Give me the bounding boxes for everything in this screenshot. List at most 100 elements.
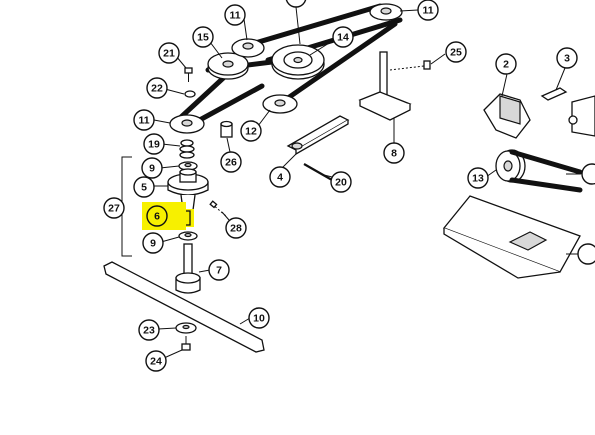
callout-part-14: 14: [332, 26, 354, 48]
pulley-11-right: [369, 3, 403, 21]
callout-circle: [141, 157, 163, 179]
bearing-9-top: [178, 161, 198, 171]
callout-number: 23: [143, 325, 155, 337]
callout-part-13: 13: [467, 167, 489, 189]
pulley-13: [495, 149, 583, 193]
callout-part-9-top: 9: [141, 157, 163, 179]
callout-circle: [133, 109, 155, 131]
callout-number: 3: [564, 53, 570, 65]
callout-cropped-right-2: [577, 243, 595, 265]
callout-part-23: 23: [138, 319, 160, 341]
leader-lines: [153, 9, 580, 359]
callout-circle: [220, 151, 242, 173]
callout-circle: [103, 197, 125, 219]
callout-number: 11: [422, 5, 433, 17]
spindle-shaft-7: [175, 243, 201, 294]
callout-number: 27: [108, 203, 120, 215]
callout-circle: [158, 42, 180, 64]
callout-number: 10: [253, 313, 265, 325]
deck-plate: [442, 195, 581, 279]
callout-number: 5: [141, 182, 147, 194]
callout-part-12: 12: [240, 120, 262, 142]
callout-part-10: 10: [248, 307, 270, 329]
callout-part-22: 22: [146, 77, 168, 99]
callout-number: 7: [216, 265, 222, 277]
callout-circle: [467, 167, 489, 189]
bolt-21: [184, 67, 193, 82]
callout-circle: [240, 120, 262, 142]
callout-number: 2: [503, 59, 509, 71]
gearbox-mount-2: [483, 93, 531, 139]
callout-part-6: 6: [142, 202, 186, 230]
callout-circle: [142, 232, 164, 254]
washer-22: [184, 90, 196, 98]
callout-number: 22: [151, 83, 163, 95]
callout-circle: [192, 26, 214, 48]
callout-number: 9: [150, 238, 156, 250]
callout-circle: [269, 166, 291, 188]
pivot-post-8: [358, 51, 425, 121]
callout-part-5: 5: [133, 176, 155, 198]
callout-number: 12: [245, 126, 257, 138]
bearing-9-bottom: [178, 231, 198, 241]
callout-number: 26: [225, 157, 237, 169]
callout-part-27: 27: [103, 197, 125, 219]
callout-circle: [332, 26, 354, 48]
pivot-bolt-20: [303, 163, 333, 181]
bolt-24: [181, 336, 191, 351]
callout-circle: [143, 133, 165, 155]
callout-number: 28: [230, 223, 242, 235]
callout-part-19: 19: [143, 133, 165, 155]
gearbox-body: [568, 95, 595, 137]
callout-part-3: 3: [556, 47, 578, 69]
blade-10: [103, 261, 265, 353]
callout-part-11-right: 11: [417, 0, 439, 21]
callout-circle: [495, 53, 517, 75]
callout-circle: [146, 77, 168, 99]
callout-number: 19: [148, 139, 160, 151]
callout-part-9-bottom: 9: [142, 232, 164, 254]
callout-circle: [383, 142, 405, 164]
callout-number: 14: [337, 32, 349, 44]
callout-number: 20: [335, 177, 347, 189]
callout-circle: [224, 4, 246, 26]
callout-cropped-top: [285, 0, 307, 45]
callout-part-20: 20: [330, 171, 352, 193]
callout-number: 4: [277, 172, 283, 184]
idler-arm-4: [286, 115, 350, 156]
callout-part-28: 28: [225, 217, 247, 239]
callout-circle: [248, 307, 270, 329]
callout-circle: [145, 350, 167, 372]
washer-stack-19: [179, 139, 195, 159]
callout-circle: [133, 176, 155, 198]
callout-number: 8: [391, 148, 397, 160]
clip-25: [423, 60, 431, 70]
callout-number: 11: [229, 10, 240, 22]
callout-part-2: 2: [495, 53, 517, 75]
pulley-11-top: [231, 38, 265, 58]
callout-part-11-top: 11: [224, 4, 246, 26]
pin-28: [209, 200, 227, 217]
callout-part-24: 24: [145, 350, 167, 372]
callout-number: 11: [138, 115, 149, 127]
callout-part-25: 25: [445, 41, 467, 63]
callout-circle: [146, 205, 168, 227]
callout-number: 9: [149, 163, 155, 175]
callout-number: 13: [472, 173, 484, 185]
callout-part-21: 21: [158, 42, 180, 64]
pulley-11-left: [169, 114, 205, 134]
bushing-26: [220, 120, 233, 138]
callout-part-4: 4: [269, 166, 291, 188]
callout-part-7: 7: [208, 259, 230, 281]
callout-circle: [138, 319, 160, 341]
blade-washer-23: [175, 322, 197, 334]
callout-circle: [225, 217, 247, 239]
callout-cropped-right-1: [581, 163, 595, 185]
pulley-12: [262, 94, 298, 114]
callout-number: 6: [154, 211, 160, 223]
callout-number: 15: [197, 32, 209, 44]
callout-part-11-left: 11: [133, 109, 155, 131]
callout-number: 21: [163, 48, 175, 60]
pulley-15: [207, 52, 249, 80]
